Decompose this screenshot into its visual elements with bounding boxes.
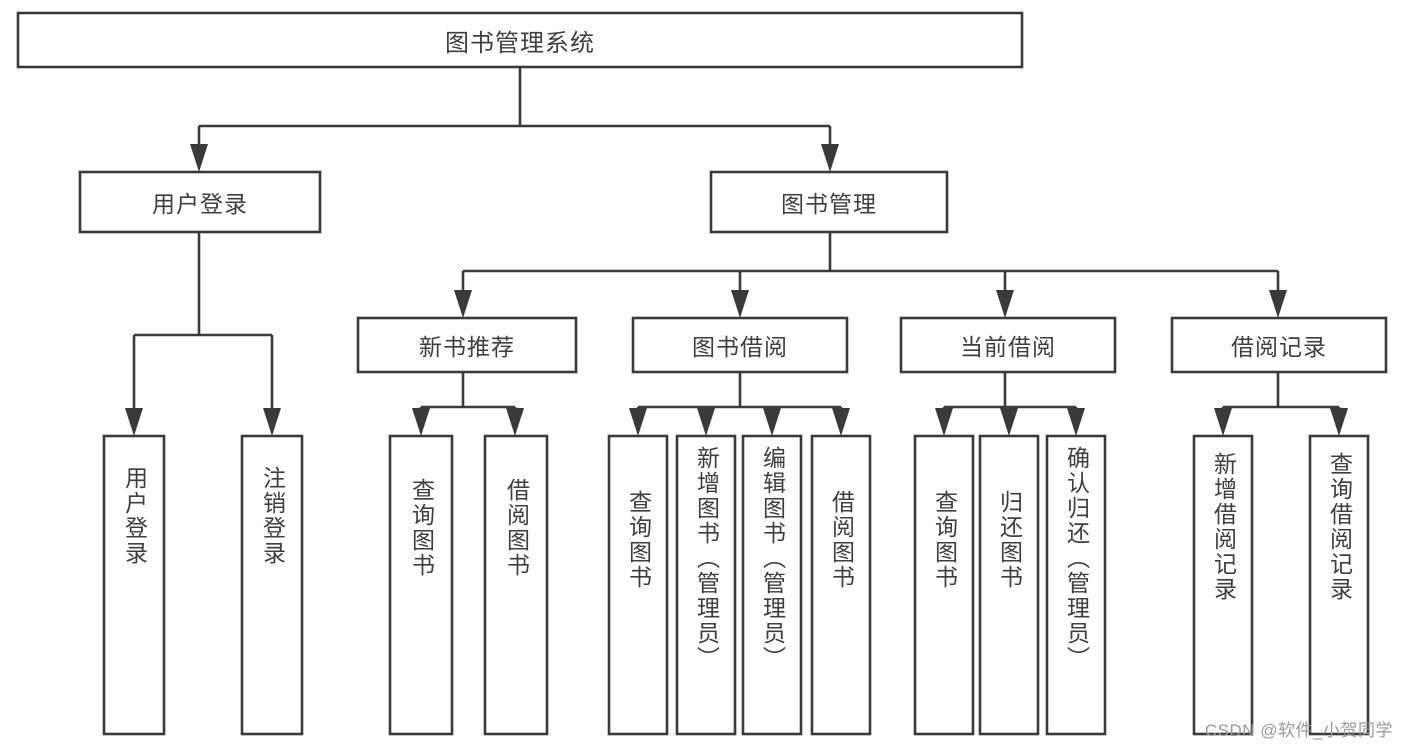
arrow-head-new-book-recommend bbox=[454, 290, 472, 318]
connector-group-root bbox=[190, 67, 839, 172]
connector-group-book-mgmt bbox=[454, 232, 1287, 318]
node-box-current-borrow[interactable] bbox=[899, 316, 1117, 374]
node-box-leaf-book-borrow-1[interactable] bbox=[675, 434, 737, 736]
node-box-leaf-current-borrow-2[interactable] bbox=[1045, 434, 1107, 736]
node-box-leaf-user-login-0[interactable] bbox=[102, 434, 166, 736]
node-box-leaf-book-borrow-2[interactable] bbox=[741, 434, 803, 736]
arrow-head-bookborrow-leaf3 bbox=[763, 408, 781, 436]
arrow-head-bookborrow-leaf1 bbox=[629, 408, 647, 436]
connector-group-borrow-record bbox=[1214, 372, 1348, 436]
node-box-new-book-recommend[interactable] bbox=[356, 316, 578, 374]
node-box-leaf-borrow-record-1[interactable] bbox=[1308, 434, 1370, 736]
arrow-head-bookborrow-leaf2 bbox=[697, 408, 715, 436]
arrow-head-current-borrow bbox=[996, 290, 1014, 318]
arrow-head-currentborrow-leaf3 bbox=[1067, 408, 1085, 436]
node-box-leaf-new-book-0[interactable] bbox=[388, 434, 454, 736]
arrow-head-user-login bbox=[190, 144, 208, 172]
arrow-head-currentborrow-leaf2 bbox=[1000, 408, 1018, 436]
node-box-book-management[interactable] bbox=[709, 170, 949, 234]
node-box-leaf-current-borrow-1[interactable] bbox=[978, 434, 1040, 736]
node-box-user-login[interactable] bbox=[78, 170, 322, 234]
arrow-head-book-borrow bbox=[731, 290, 749, 318]
connector-group-new-book bbox=[412, 372, 524, 436]
arrow-head-newbook-leaf2 bbox=[506, 408, 524, 436]
node-box-leaf-current-borrow-0[interactable] bbox=[913, 434, 975, 736]
arrow-head-borrow-record bbox=[1269, 290, 1287, 318]
arrow-head-book-mgmt bbox=[821, 144, 839, 172]
arrow-head-newbook-leaf1 bbox=[412, 408, 430, 436]
node-box-borrow-record[interactable] bbox=[1170, 316, 1388, 374]
connector-group-book-borrow bbox=[629, 372, 850, 436]
arrow-head-bookborrow-leaf4 bbox=[832, 408, 850, 436]
arrow-head-currentborrow-leaf1 bbox=[935, 408, 953, 436]
watermark: CSDN @软件_小贺同学 bbox=[1204, 721, 1393, 740]
node-box-leaf-book-borrow-0[interactable] bbox=[607, 434, 669, 736]
arrow-head-user-login-leaf bbox=[125, 408, 143, 436]
node-box-leaf-borrow-record-0[interactable] bbox=[1192, 434, 1254, 736]
connector-group-user-login bbox=[125, 232, 281, 436]
node-box-root[interactable] bbox=[16, 11, 1024, 69]
arrow-head-logout-leaf bbox=[263, 408, 281, 436]
arrow-head-borrowrecord-leaf2 bbox=[1330, 408, 1348, 436]
node-box-leaf-new-book-1[interactable] bbox=[483, 434, 549, 736]
node-box-book-borrow[interactable] bbox=[631, 316, 849, 374]
arrow-head-borrowrecord-leaf1 bbox=[1214, 408, 1232, 436]
node-box-leaf-book-borrow-3[interactable] bbox=[810, 434, 872, 736]
connector-group-current-borrow bbox=[935, 372, 1085, 436]
node-box-leaf-user-login-1[interactable] bbox=[240, 434, 304, 736]
